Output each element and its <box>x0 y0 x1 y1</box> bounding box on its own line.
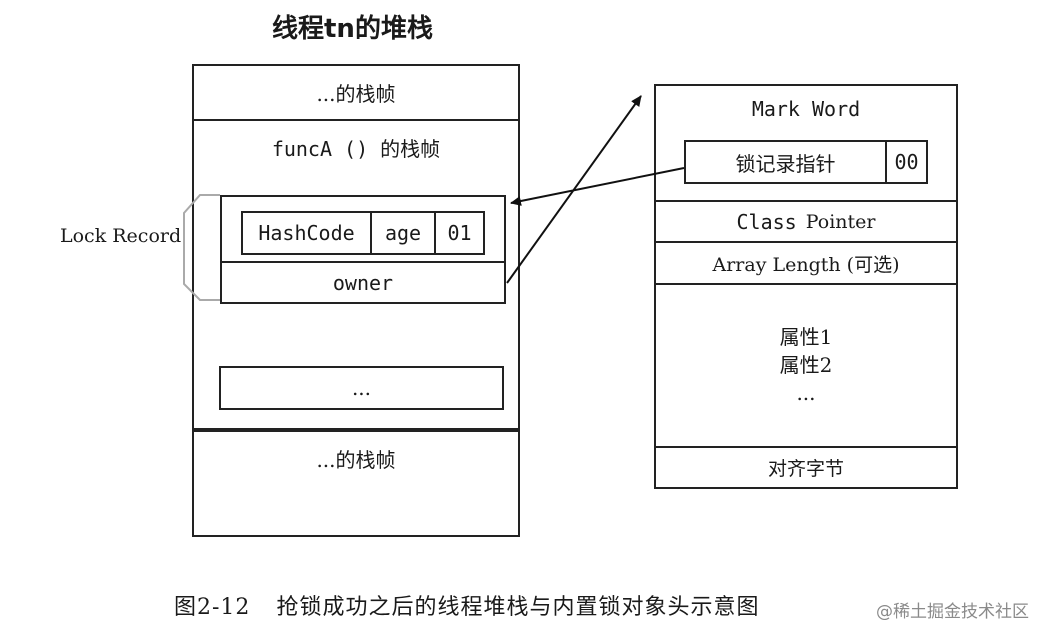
attributes-box: 属性1 属性2 ... <box>654 283 958 448</box>
lock-record-owner-label: owner <box>332 270 394 295</box>
lock-bits-label: 00 <box>894 150 919 174</box>
stack-frame-top: ...的栈帧 <box>192 64 520 121</box>
figure-caption-text: 抢锁成功之后的线程堆栈与内置锁对象头示意图 <box>276 595 760 620</box>
class-pointer-box: Class Pointer <box>654 200 958 243</box>
stack-ellipsis-box: ... <box>219 366 504 410</box>
attribute-1: 属性1 <box>779 325 833 349</box>
lock-record-pointer-box: 锁记录指针 <box>684 140 887 184</box>
figure-caption-number: 图2-12 <box>174 595 251 620</box>
stack-ellipsis-label: ... <box>351 376 372 400</box>
stack-frame-funcA-label: funcA () 的栈帧 <box>271 137 441 161</box>
array-length-label: Array Length (可选) <box>712 253 900 276</box>
stack-frame-bottom-label: ...的栈帧 <box>316 448 396 472</box>
attribute-more: ... <box>796 381 816 405</box>
lock-record-age: age <box>370 211 436 255</box>
padding-box: 对齐字节 <box>654 446 958 489</box>
padding-label: 对齐字节 <box>767 458 844 480</box>
lock-record-owner: owner <box>220 261 506 304</box>
class-pointer-label-b: Pointer <box>805 210 876 233</box>
owner-to-mark-word-arrow <box>506 95 642 284</box>
class-pointer-label-a: Class <box>736 209 797 234</box>
array-length-box: Array Length (可选) <box>654 241 958 285</box>
lock-bits-box: 00 <box>885 140 928 184</box>
stack-frame-top-label: ...的栈帧 <box>316 82 396 106</box>
watermark: @稀土掘金技术社区 <box>876 602 1029 622</box>
stack-frame-bottom: ...的栈帧 <box>192 430 520 537</box>
lock-record-pointer-label: 锁记录指针 <box>735 151 836 176</box>
figure-caption: 图2-12 抢锁成功之后的线程堆栈与内置锁对象头示意图 <box>174 589 759 621</box>
lock-record-bits-label: 01 <box>447 221 472 245</box>
lock-record-hashcode-label: HashCode <box>258 221 355 245</box>
stack-title: 线程tn的堆栈 <box>272 14 433 44</box>
mark-word-label: Mark Word <box>751 97 861 121</box>
lock-record-label: Lock Record <box>60 225 182 247</box>
attribute-2: 属性2 <box>779 353 833 377</box>
lock-record-hashcode: HashCode <box>241 211 372 255</box>
lock-record-age-label: age <box>384 221 422 245</box>
lock-record-bits: 01 <box>434 211 485 255</box>
